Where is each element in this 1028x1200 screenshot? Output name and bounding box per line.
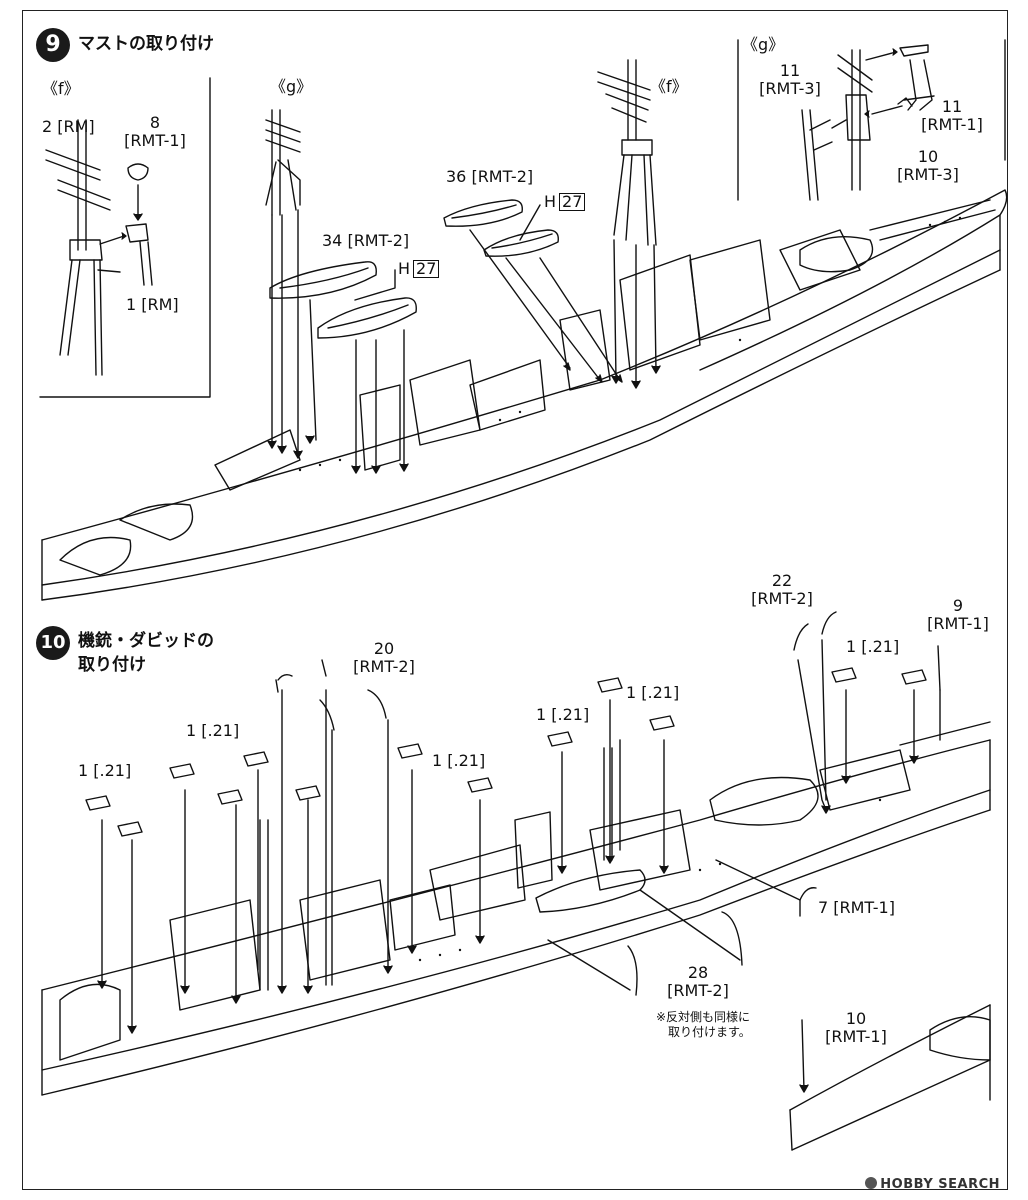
mast-g-left-drawing — [265, 109, 303, 459]
part-11-rmt3-label: 11 [RMT-3] — [759, 61, 821, 98]
mast-f-mid-drawing — [597, 59, 661, 389]
part-28-label: 28 [RMT-2] — [667, 963, 729, 1000]
part-1-21-label-c: 1 [.21] — [536, 705, 590, 724]
part-34-label: 34 [RMT-2] — [322, 231, 410, 250]
part-1-21-label-a: 1 [.21] — [846, 637, 900, 656]
bow-inset-drawing — [789, 1004, 991, 1151]
assembly-arrows-step-10 — [97, 639, 941, 1034]
deck-texture-step-10 — [418, 798, 882, 962]
watermark: HOBBY SEARCH — [865, 1177, 1000, 1192]
mast-f-left-drawing — [45, 119, 153, 376]
step-9-title: マストの取り付け — [78, 34, 214, 54]
part-10-rmt3-label: 10 [RMT-3] — [897, 147, 959, 184]
step-9-badge: 9 — [36, 28, 70, 62]
note-opposite-side: ※反対側も同様に 取り付けます。 — [656, 1010, 751, 1039]
davit-parts-drawing — [275, 611, 941, 1091]
part-1-21-label-f: 1 [.21] — [78, 761, 132, 780]
deck-texture-step-9 — [298, 216, 962, 472]
hull-step-10-drawing — [41, 721, 991, 1096]
label-f-left: 《f》 — [42, 79, 80, 98]
page-border — [22, 10, 1008, 1190]
step-10-badge: 10 — [36, 626, 70, 660]
hull-step-9-drawing — [41, 189, 1008, 601]
label-g-right: 《g》 — [742, 35, 785, 54]
part-10-rmt1-label: 10 [RMT-1] — [825, 1009, 887, 1046]
part-11-rmt1-label: 11 [RMT-1] — [921, 97, 983, 134]
hobby-search-logo-icon — [865, 1177, 878, 1189]
part-1-21-label-e: 1 [.21] — [432, 751, 486, 770]
label-g-left: 《g》 — [270, 77, 313, 96]
part-9-label: 9 [RMT-1] — [927, 596, 989, 633]
part-1-rm-label: 1 [RM] — [126, 295, 179, 314]
gun-parts-drawing — [85, 667, 927, 837]
step-10-title-line2: 取り付け — [78, 655, 146, 675]
part-22-label: 22 [RMT-2] — [751, 571, 813, 608]
step-10-title-line1: 機銃・ダビッドの — [78, 631, 214, 651]
part-20-label: 20 [RMT-2] — [353, 639, 415, 676]
part-8-label: 8 [RMT-1] — [124, 113, 186, 150]
part-36-label: 36 [RMT-2] — [446, 167, 534, 186]
part-1-21-label-b: 1 [.21] — [626, 683, 680, 702]
part-2-rm-label: 2 [RM] — [42, 117, 95, 136]
mast-g-right-drawing — [801, 44, 935, 201]
label-f-mid: 《f》 — [650, 77, 688, 96]
part-7-label: 7 [RMT-1] — [818, 898, 895, 917]
part-1-21-label-d: 1 [.21] — [186, 721, 240, 740]
